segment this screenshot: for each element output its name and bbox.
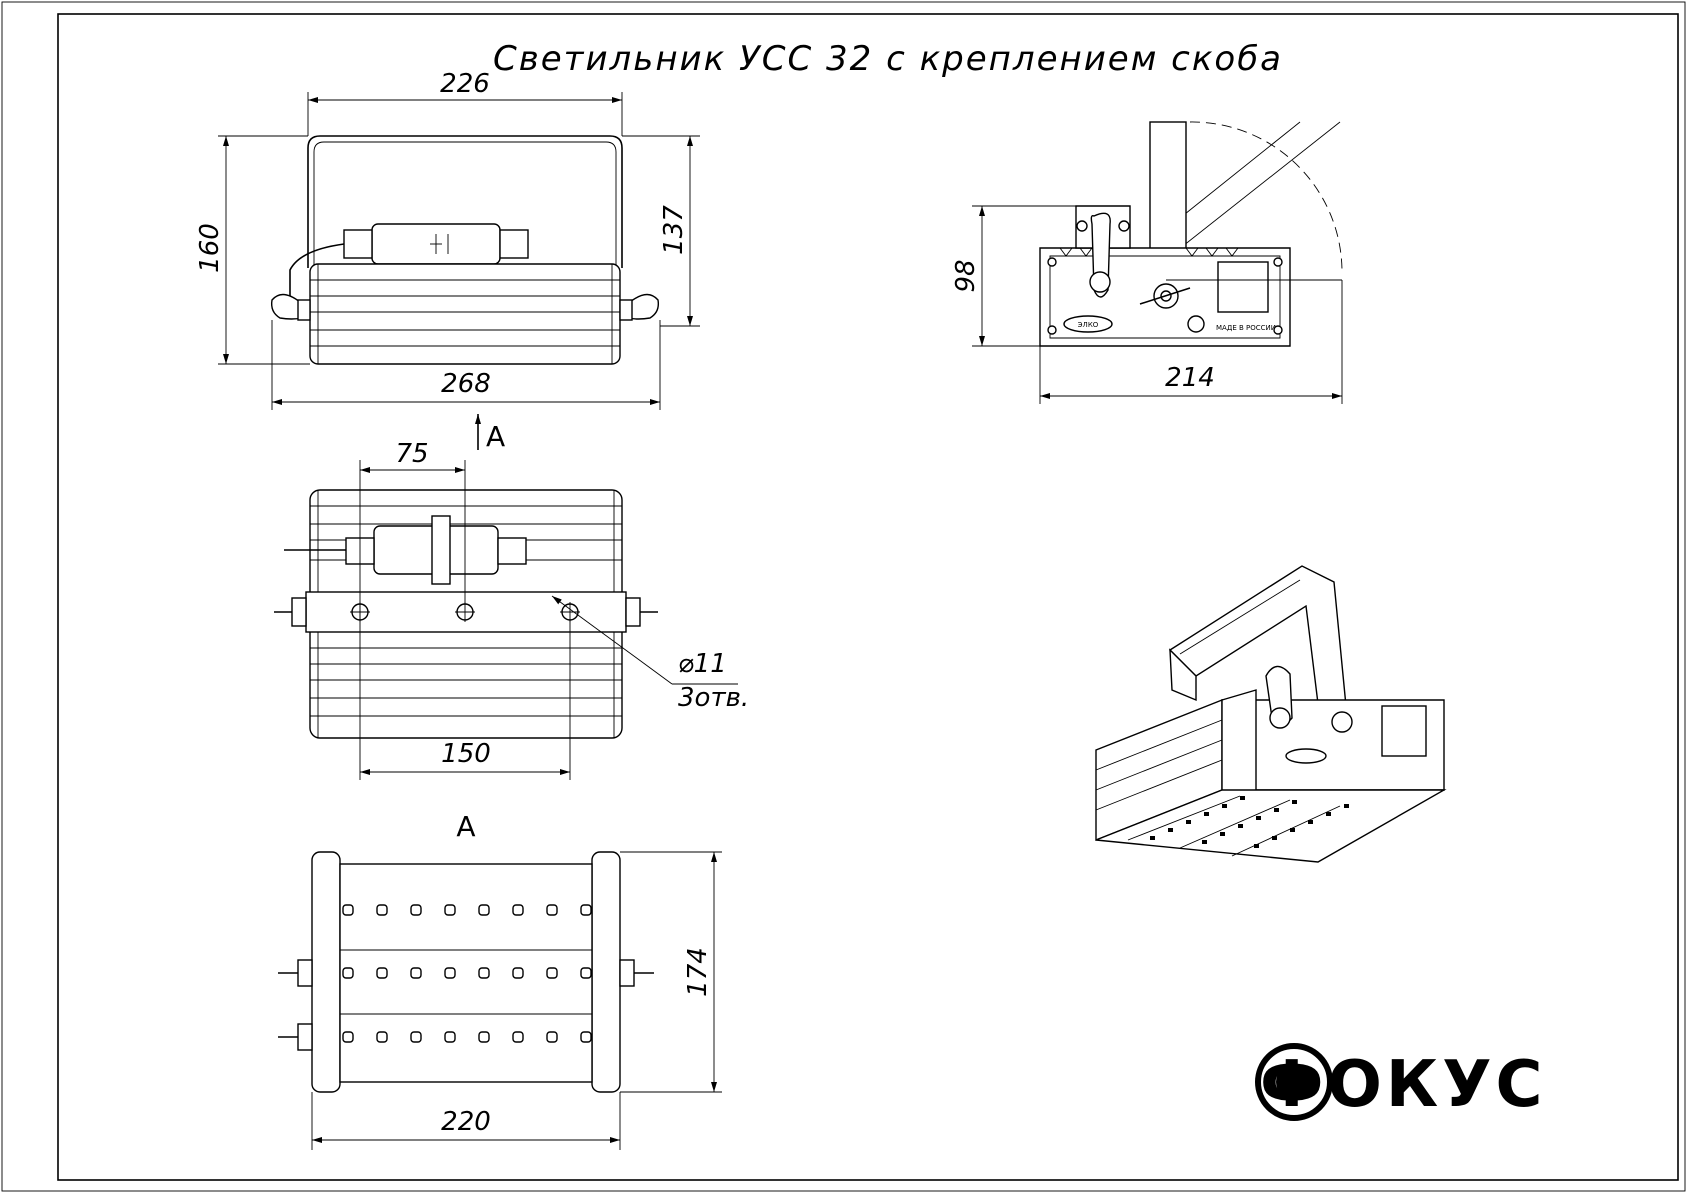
dim-hole-diameter: ⌀11 — [678, 649, 727, 679]
dim-75: 75 — [395, 439, 428, 469]
iso-led-icon — [1326, 812, 1331, 816]
side-plate-line2: МАДЕ В РОССИИ — [1216, 324, 1276, 332]
led-icon — [342, 904, 354, 916]
iso-led-icon — [1204, 812, 1209, 816]
led-icon — [478, 967, 490, 979]
isometric-view — [1095, 565, 1447, 863]
led-icon — [512, 1031, 524, 1043]
iso-led-icon — [1240, 796, 1245, 800]
iso-led-icon — [1256, 816, 1261, 820]
view-a-label: A — [456, 810, 475, 843]
dim-160: 160 — [195, 223, 225, 273]
view-arrow-a: A — [475, 414, 505, 453]
led-icon — [580, 904, 592, 916]
iso-led-icon — [1290, 828, 1295, 832]
iso-led-icon — [1186, 820, 1191, 824]
dim-98: 98 — [951, 259, 981, 292]
drawing-title: Светильник УСС 32 с креплением скоба — [493, 39, 1283, 79]
iso-led-icon — [1308, 820, 1313, 824]
led-icon — [512, 967, 524, 979]
led-icon — [546, 1031, 558, 1043]
led-icon — [444, 1031, 456, 1043]
led-icon — [580, 967, 592, 979]
led-icon — [376, 1031, 388, 1043]
led-icon — [376, 904, 388, 916]
fokus-logo: ФОКУС — [1255, 1043, 1547, 1122]
iso-led-icon — [1344, 804, 1349, 808]
dim-226: 226 — [440, 69, 490, 99]
iso-led-icon — [1238, 824, 1243, 828]
dim-174: 174 — [683, 947, 713, 997]
led-icon — [376, 967, 388, 979]
iso-led-icon — [1202, 840, 1207, 844]
iso-led-icon — [1150, 836, 1155, 840]
led-icon — [546, 967, 558, 979]
led-icon — [444, 904, 456, 916]
dim-268: 268 — [441, 369, 491, 399]
led-icon — [546, 904, 558, 916]
side-dimensions: 98 214 — [951, 205, 1343, 404]
led-icon — [444, 967, 456, 979]
iso-led-icon — [1168, 828, 1173, 832]
led-icon — [342, 967, 354, 979]
top-view — [274, 489, 658, 739]
led-icon — [478, 904, 490, 916]
iso-led-icon — [1254, 844, 1259, 848]
dim-hole-count: 3отв. — [678, 683, 749, 713]
led-icon — [410, 967, 422, 979]
logo-text: ФОКУС — [1260, 1048, 1547, 1122]
view-a-dimensions: 220 174 — [311, 851, 722, 1150]
side-view: ЭЛКО МАДЕ В РОССИИ — [1039, 121, 1343, 347]
iso-led-icon — [1272, 836, 1277, 840]
view-a — [278, 851, 654, 1093]
led-icon — [410, 1031, 422, 1043]
logo-ring-icon — [1255, 1043, 1333, 1121]
led-icon — [342, 1031, 354, 1043]
top-dimensions: 75 150 ⌀11 3отв. — [359, 439, 749, 780]
inner-frame — [57, 13, 1679, 1181]
led-icon — [580, 1031, 592, 1043]
led-icon — [478, 1031, 490, 1043]
iso-led-icon — [1274, 808, 1279, 812]
dim-137: 137 — [659, 205, 689, 255]
front-view — [270, 135, 660, 365]
dim-214: 214 — [1165, 363, 1215, 393]
iso-led-icon — [1222, 804, 1227, 808]
led-icon — [512, 904, 524, 916]
dim-220: 220 — [441, 1107, 491, 1137]
front-dimensions: 226 160 137 268 — [195, 69, 700, 410]
arrow-label-a: A — [486, 420, 505, 453]
dim-150: 150 — [441, 739, 491, 769]
iso-led-icon — [1292, 800, 1297, 804]
side-plate-line1: ЭЛКО — [1078, 321, 1099, 329]
led-icon — [410, 904, 422, 916]
iso-led-icon — [1220, 832, 1225, 836]
